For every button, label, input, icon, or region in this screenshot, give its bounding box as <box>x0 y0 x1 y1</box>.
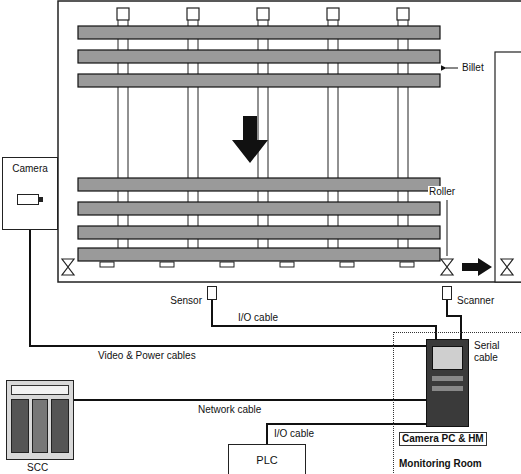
roller-symbols <box>62 259 513 275</box>
line-area-frame <box>58 1 521 282</box>
scanner-box: Scanner <box>442 286 452 300</box>
next-stand-frame <box>495 52 521 282</box>
billet-bar <box>78 202 440 215</box>
cable-line <box>212 300 436 339</box>
camera-lens <box>38 197 43 202</box>
roller-cap <box>397 8 409 20</box>
node-label: Scanner <box>457 295 494 307</box>
billet-bar <box>78 50 440 63</box>
exit-arrow <box>462 258 492 276</box>
cable-label: I/O cable <box>272 428 316 440</box>
part-label: Billet <box>461 62 485 74</box>
drive-slot <box>432 376 463 381</box>
sensor-box: Sensor <box>207 286 217 300</box>
camera-pc-hmi: Camera PC & HM <box>426 339 469 427</box>
billet-leader <box>446 68 458 69</box>
node-label: Camera PC & HM <box>399 432 487 446</box>
part-label: Roller <box>428 186 456 198</box>
billet-bar <box>78 248 440 261</box>
node-label: Sensor <box>170 295 202 307</box>
roller-cap <box>257 8 269 20</box>
rack-panel <box>51 399 69 453</box>
cable-label: Serial cable <box>472 340 510 364</box>
rack-panel <box>32 399 48 453</box>
rack-panel <box>11 399 29 453</box>
node-label: PLC <box>229 445 305 466</box>
table-roller <box>160 262 174 267</box>
plc-box: PLC <box>228 444 306 474</box>
node-label: Monitoring Room <box>399 458 482 470</box>
rack-top <box>11 385 69 395</box>
hmi-screen <box>432 346 463 370</box>
cable-label: Video & Power cables <box>96 350 198 362</box>
scc-rack: SCC <box>6 380 74 460</box>
camera-box: Camera <box>2 157 58 230</box>
roller-leader <box>447 200 448 256</box>
node-label: Camera <box>3 158 57 175</box>
billet-bar <box>78 26 440 39</box>
roller-posts <box>117 8 409 258</box>
billet-bar <box>78 178 440 191</box>
drive-slot <box>432 386 463 391</box>
table-roller <box>280 262 294 267</box>
table-roller <box>100 262 114 267</box>
billet-bar <box>78 74 440 87</box>
table-roller <box>340 262 354 267</box>
move-arrow <box>232 116 268 163</box>
cable-line <box>30 230 426 346</box>
cable-label: Network cable <box>196 404 263 416</box>
billets <box>78 26 440 267</box>
table-roller <box>400 262 414 267</box>
table-roller <box>220 262 234 267</box>
roller-cap <box>117 8 129 20</box>
roller-cap <box>187 8 199 20</box>
billet-bar <box>78 226 440 239</box>
camera-body <box>17 194 39 205</box>
cable-label: I/O cable <box>236 312 280 324</box>
node-label: SCC <box>27 462 48 474</box>
cable-line <box>74 399 426 401</box>
roller-cap <box>327 8 339 20</box>
